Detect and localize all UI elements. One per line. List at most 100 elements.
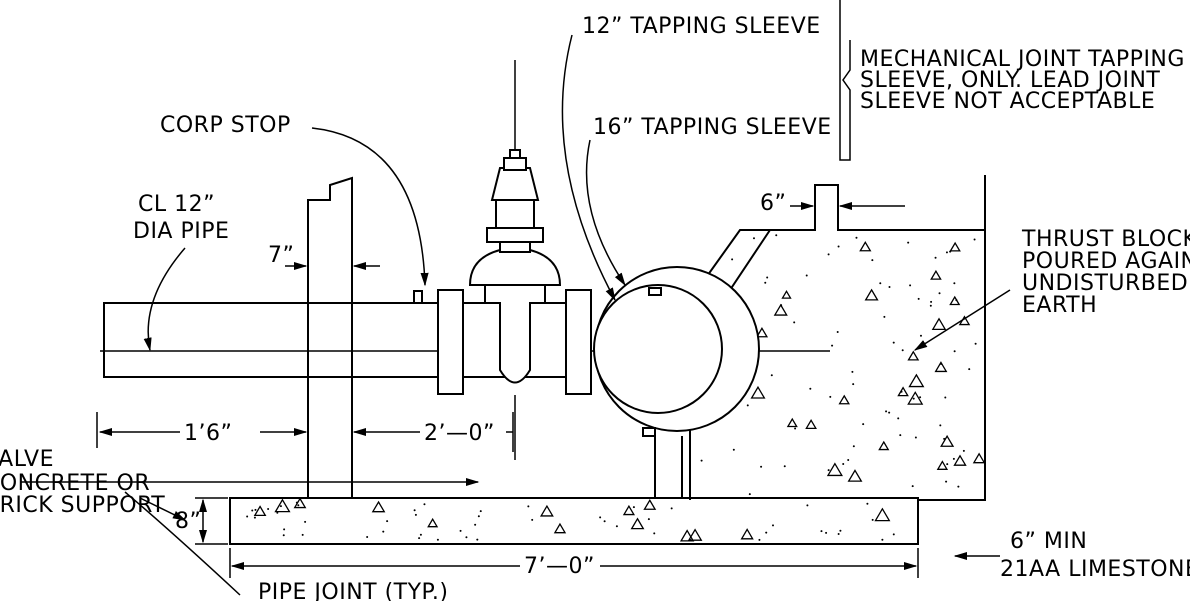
aggregate-mark bbox=[700, 459, 703, 462]
aggregate-mark bbox=[758, 538, 761, 541]
aggregate-mark bbox=[911, 485, 914, 488]
aggregate-mark bbox=[862, 423, 865, 426]
aggregate-mark bbox=[929, 304, 932, 307]
text-annotations: 12” TAPPING SLEEVE MECHANICAL JOINT TAPP… bbox=[0, 14, 1190, 601]
aggregate-mark bbox=[771, 524, 774, 527]
thrust-block bbox=[689, 175, 986, 501]
aggregate-mark bbox=[907, 350, 920, 361]
aggregate-mark bbox=[413, 509, 416, 512]
aggregate-mark bbox=[874, 507, 891, 522]
aggregate-mark bbox=[943, 437, 946, 440]
aggregate-mark bbox=[531, 518, 534, 521]
aggregate-mark bbox=[748, 493, 751, 496]
aggregate-mark bbox=[279, 505, 282, 508]
aggregate-mark bbox=[837, 533, 840, 536]
aggregate-mark bbox=[781, 290, 792, 299]
aggregate-mark bbox=[423, 503, 426, 506]
aggregate-mark bbox=[386, 520, 389, 523]
aggregate-mark bbox=[912, 397, 915, 400]
aggregate-mark bbox=[474, 523, 477, 526]
label-thrust-line3: UNDISTURBED bbox=[1022, 271, 1188, 296]
aggregate-mark bbox=[953, 350, 956, 353]
aggregate-mark bbox=[864, 288, 879, 301]
aggregate-mark bbox=[786, 417, 798, 428]
aggregate-mark bbox=[879, 282, 882, 285]
aggregate-mark bbox=[855, 236, 858, 239]
aggregate-mark bbox=[476, 538, 479, 541]
aggregate-mark bbox=[283, 528, 286, 531]
aggregate-mark bbox=[770, 374, 773, 377]
aggregate-mark bbox=[746, 404, 749, 407]
aggregate-mark bbox=[760, 465, 763, 468]
aggregate-mark bbox=[888, 411, 891, 414]
aggregate-mark bbox=[427, 517, 439, 528]
aggregate-mark bbox=[945, 480, 948, 483]
aggregate-mark bbox=[940, 362, 943, 365]
label-valve-line3: BRICK SUPPORT bbox=[0, 493, 165, 518]
aggregate-mark bbox=[871, 259, 874, 262]
aggregate-mark bbox=[866, 502, 869, 505]
aggregate-mark bbox=[752, 237, 755, 240]
aggregate-mark bbox=[253, 516, 256, 519]
label-thrust-line4: EARTH bbox=[1022, 293, 1097, 318]
aggregate-mark bbox=[899, 434, 902, 437]
aggregate-mark bbox=[973, 238, 976, 241]
aggregate-mark bbox=[414, 513, 417, 516]
aggregate-mark bbox=[630, 517, 645, 530]
label-corp-stop: CORP STOP bbox=[160, 113, 291, 138]
aggregate-mark bbox=[603, 520, 606, 523]
aggregate-mark bbox=[295, 501, 298, 504]
aggregate-mark bbox=[825, 531, 828, 534]
aggregate-mark bbox=[892, 533, 895, 536]
label-dim-1ft6in: 1’6” bbox=[184, 421, 232, 446]
aggregate-mark bbox=[838, 394, 850, 405]
aggregate-mark bbox=[944, 396, 947, 399]
aggregate-mark bbox=[809, 387, 812, 390]
aggregate-mark bbox=[304, 520, 307, 523]
label-dim-7ft0in: 7’—0” bbox=[524, 554, 595, 579]
aggregate-mark bbox=[419, 533, 422, 536]
aggregate-mark bbox=[615, 525, 618, 528]
aggregate-mark bbox=[783, 465, 786, 468]
sixteen-inch-main-with-sleeve bbox=[593, 266, 760, 498]
aggregate-mark bbox=[938, 292, 941, 295]
aggregate-mark bbox=[826, 462, 843, 477]
aggregate-mark bbox=[930, 269, 942, 280]
aggregate-mark bbox=[883, 315, 886, 318]
aggregate-mark bbox=[527, 505, 530, 508]
aggregate-mark bbox=[366, 536, 369, 539]
label-16in-tapping-sleeve: 16” TAPPING SLEEVE bbox=[593, 115, 832, 140]
aggregate-mark bbox=[974, 342, 977, 345]
label-valve-line1: VALVE bbox=[0, 447, 54, 472]
aggregate-mark bbox=[297, 504, 300, 507]
aggregate-mark bbox=[820, 530, 823, 533]
aggregate-mark bbox=[670, 507, 673, 510]
limestone-base-slab bbox=[229, 497, 919, 545]
aggregate-mark bbox=[953, 282, 956, 285]
aggregate-mark bbox=[301, 533, 304, 536]
label-limestone: 21AA LIMESTONE bbox=[1000, 557, 1190, 582]
aggregate-mark bbox=[930, 300, 933, 303]
aggregate-mark bbox=[907, 241, 910, 244]
aggregate-mark bbox=[847, 459, 850, 462]
label-6in-min: 6” MIN bbox=[1010, 529, 1087, 554]
aggregate-mark bbox=[839, 529, 842, 532]
aggregate-mark bbox=[687, 528, 703, 541]
aggregate-mark bbox=[553, 522, 567, 534]
aggregate-mark bbox=[829, 395, 832, 398]
label-mj-note-line1: MECHANICAL JOINT TAPPING bbox=[860, 47, 1185, 72]
aggregate-mark bbox=[909, 284, 912, 287]
label-12in-tapping-sleeve: 12” TAPPING SLEEVE bbox=[582, 14, 821, 39]
label-pipe-joint: PIPE JOINT (TYP.) bbox=[258, 580, 448, 601]
aggregate-mark bbox=[806, 504, 809, 507]
aggregate-mark bbox=[477, 515, 480, 518]
aggregate-mark bbox=[827, 253, 830, 256]
aggregate-mark bbox=[901, 349, 904, 352]
aggregate-mark bbox=[689, 538, 692, 541]
aggregate-mark bbox=[940, 434, 955, 447]
aggregate-mark bbox=[632, 506, 635, 509]
aggregate-mark bbox=[253, 505, 267, 517]
label-thrust-line1: THRUST BLOCK bbox=[1021, 227, 1190, 252]
aggregate-mark bbox=[859, 241, 872, 252]
